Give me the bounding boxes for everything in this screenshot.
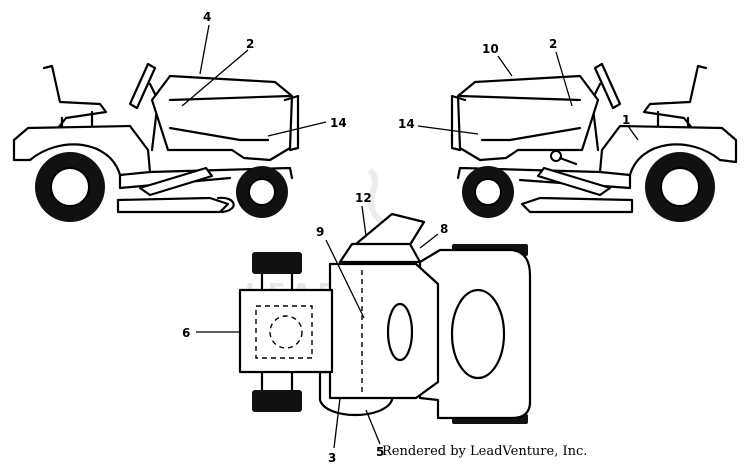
callout-2-right: 2 bbox=[549, 37, 557, 51]
callout-12: 12 bbox=[355, 191, 372, 205]
leader-5 bbox=[365, 409, 381, 445]
hood-left bbox=[150, 74, 294, 162]
rear-fender-left bbox=[12, 124, 152, 177]
callout-6: 6 bbox=[182, 326, 190, 340]
callout-2-left: 2 bbox=[246, 37, 254, 51]
leader-8 bbox=[419, 233, 439, 249]
seat-top bbox=[450, 288, 506, 380]
seat-right bbox=[642, 64, 708, 130]
steering-wheel-left bbox=[128, 62, 157, 110]
deck-lift-right bbox=[536, 166, 612, 197]
mower-deck-left bbox=[116, 196, 230, 214]
engine-outline bbox=[255, 305, 313, 359]
leader-14-right bbox=[417, 125, 479, 135]
render-credit: Rendered by LeadVenture, Inc. bbox=[382, 444, 588, 459]
engine-circle bbox=[269, 315, 303, 349]
mower-deck-right bbox=[520, 196, 634, 214]
leader-1 bbox=[627, 125, 639, 141]
front-tire-bottom-left bbox=[252, 390, 302, 412]
callout-labels: 4 2 14 10 2 14 1 12 8 9 6 3 5 bbox=[182, 10, 630, 465]
front-nose-top bbox=[238, 288, 334, 374]
callout-4: 4 bbox=[203, 10, 211, 24]
dash-top bbox=[386, 302, 414, 362]
deck-lift-left bbox=[138, 166, 214, 197]
callout-3: 3 bbox=[328, 451, 336, 465]
callout-9: 9 bbox=[316, 225, 324, 239]
leader-12 bbox=[361, 205, 367, 237]
callout-1: 1 bbox=[622, 113, 630, 127]
tractor-right-view bbox=[450, 62, 738, 222]
callout-5: 5 bbox=[376, 445, 384, 459]
leader-9 bbox=[325, 239, 365, 319]
leader-14-left bbox=[267, 121, 327, 137]
callout-8: 8 bbox=[440, 222, 448, 236]
tractor-top-view bbox=[238, 212, 532, 424]
leader-lines bbox=[181, 24, 639, 449]
leader-2-left bbox=[181, 49, 249, 107]
hood-top bbox=[328, 262, 440, 400]
leader-2-right bbox=[555, 51, 573, 107]
leader-3 bbox=[333, 397, 341, 449]
leader-4 bbox=[199, 24, 210, 75]
rear-fender-right bbox=[598, 124, 738, 177]
seat-left bbox=[42, 64, 108, 130]
hood-right bbox=[456, 74, 600, 162]
callout-14-left: 14 bbox=[330, 116, 347, 130]
tractor-left-view bbox=[12, 62, 300, 222]
callout-10: 10 bbox=[482, 42, 499, 56]
front-tire-top-left bbox=[252, 252, 302, 274]
steering-wheel-right bbox=[593, 62, 622, 110]
leader-10 bbox=[497, 55, 513, 77]
callout-14-right: 14 bbox=[398, 117, 415, 131]
